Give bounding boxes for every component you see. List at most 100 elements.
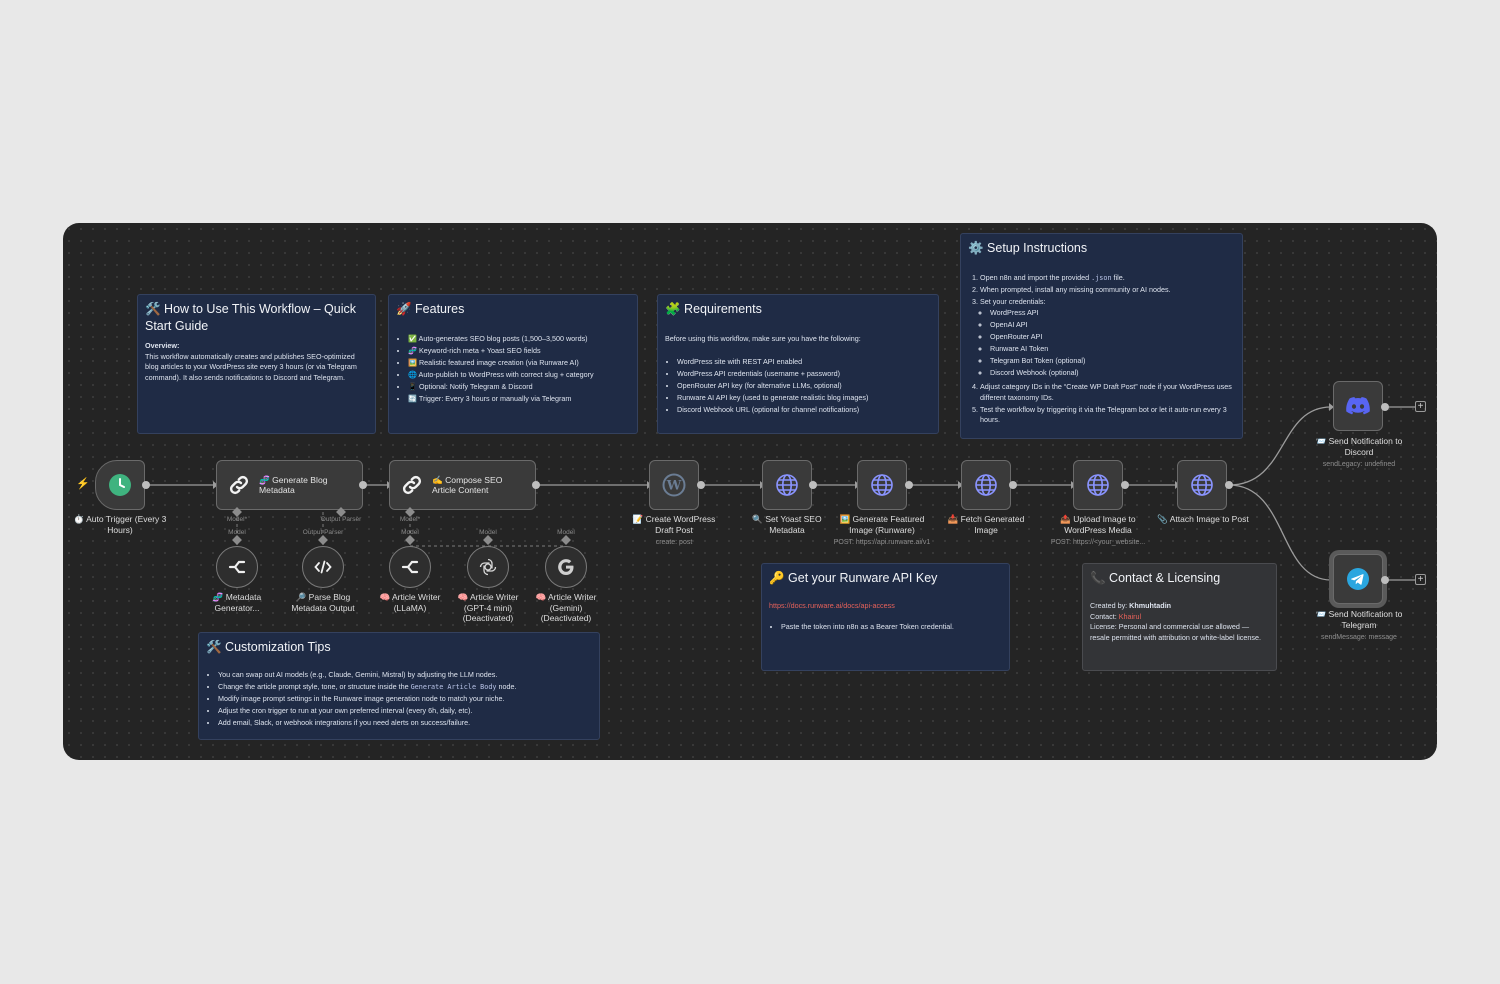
node-metadata-generator[interactable] <box>216 546 258 588</box>
node-subtitle: create: post <box>655 539 693 546</box>
overview-text: This workflow automatically creates and … <box>145 351 357 382</box>
credential-item: Runware AI Token <box>990 344 1235 355</box>
node-label: ⏱️ Auto Trigger (Every 3 Hours) <box>73 514 167 535</box>
setup-step: Test the workflow by triggering it via t… <box>980 405 1235 426</box>
setup-step-code: .json <box>1091 274 1112 282</box>
note-requirements[interactable]: 🧩 Requirements Before using this workflo… <box>657 294 939 434</box>
node-auto-trigger[interactable] <box>95 460 145 510</box>
contact-label: Contact: <box>1090 611 1119 621</box>
node-compose-seo-article[interactable]: ✍️ Compose SEO Article Content <box>389 460 536 510</box>
node-label: 📝 Create WordPress Draft Post <box>632 514 716 535</box>
node-subtitle: POST: https://api.runware.ai/v1 <box>833 539 931 546</box>
port-label: Output Parser <box>320 516 362 523</box>
requirement-item: Discord Webhook URL (optional for channe… <box>677 405 931 416</box>
output-port[interactable] <box>142 481 150 489</box>
node-label: 📨 Send Notification to Discord <box>1315 436 1403 457</box>
node-subtitle: sendMessage: message <box>1321 634 1397 641</box>
port-label: Model <box>557 529 575 536</box>
node-label: 📤 Upload Image to WordPress Media <box>1060 514 1136 535</box>
runware-item: Paste the token into n8n as a Bearer Tok… <box>781 622 1002 633</box>
feature-item: 🌐 Auto-publish to WordPress with correct… <box>408 370 630 381</box>
node-title: 🧬 Generate Blog Metadata <box>259 474 328 496</box>
node-parse-blog-metadata[interactable] <box>302 546 344 588</box>
note-runware-api-key[interactable]: 🔑 Get your Runware API Key https://docs.… <box>761 563 1010 671</box>
runware-docs-link[interactable]: https://docs.runware.ai/docs/api-access <box>769 601 895 610</box>
tip-item: You can swap out AI models (e.g., Claude… <box>218 670 592 681</box>
node-send-discord[interactable] <box>1333 381 1383 431</box>
port-label: Model <box>479 529 497 536</box>
output-port[interactable] <box>532 481 540 489</box>
output-port[interactable] <box>809 481 817 489</box>
add-node-button[interactable]: + <box>1415 401 1426 412</box>
node-label: 🔍 Set Yoast SEO Metadata <box>752 514 822 535</box>
wordpress-icon: W <box>662 473 686 497</box>
node-subtitle: POST: https://<your_website... <box>1050 539 1146 546</box>
output-port[interactable] <box>359 481 367 489</box>
node-attach-image-to-post[interactable] <box>1177 460 1227 510</box>
setup-step: Open n8n and import the provided .json f… <box>980 273 1235 284</box>
node-label: 🧠 Article Writer (LLaMA) <box>379 592 441 613</box>
output-port[interactable] <box>697 481 705 489</box>
globe-icon <box>1086 473 1110 497</box>
note-customization-tips[interactable]: 🛠️ Customization Tips You can swap out A… <box>198 632 600 740</box>
node-label: 🧠 Article Writer (GPT-4 mini) (Deactivat… <box>457 592 519 623</box>
note-setup-instructions[interactable]: ⚙️ Setup Instructions Open n8n and impor… <box>960 233 1243 439</box>
node-subtitle: sendLegacy: undefined <box>1322 461 1396 468</box>
node-article-writer-gpt[interactable] <box>467 546 509 588</box>
node-label: 📨 Send Notification to Telegram <box>1315 609 1403 630</box>
node-label: 📎 Attach Image to Post <box>1157 514 1249 524</box>
tip-item: Change the article prompt style, tone, o… <box>218 682 592 693</box>
trigger-bolt-icon: ⚡ <box>76 478 90 490</box>
tip-text: node. <box>496 682 517 691</box>
tip-item: Add email, Slack, or webhook integration… <box>218 718 592 729</box>
note-features[interactable]: 🚀 Features ✅ Auto-generates SEO blog pos… <box>388 294 638 434</box>
feature-item: ✅ Auto-generates SEO blog posts (1,500–3… <box>408 334 630 345</box>
output-port[interactable] <box>1009 481 1017 489</box>
add-node-button[interactable]: + <box>1415 574 1426 585</box>
note-contact-licensing[interactable]: 📞 Contact & Licensing Created by: Khmuht… <box>1082 563 1277 671</box>
requirements-intro: Before using this workflow, make sure yo… <box>665 334 861 343</box>
requirement-item: OpenRouter API key (for alternative LLMs… <box>677 381 931 392</box>
output-port[interactable] <box>1381 403 1389 411</box>
output-port[interactable] <box>1381 576 1389 584</box>
note-title: 🔑 Get your Runware API Key <box>769 571 938 585</box>
node-title: ✍️ Compose SEO Article Content <box>432 474 503 496</box>
feature-item: 🧬 Keyword-rich meta + Yoast SEO fields <box>408 346 630 357</box>
tip-code: Generate Article Body <box>410 683 497 691</box>
created-by-value: Khmuhtadin <box>1129 601 1172 610</box>
credential-item: OpenAI API <box>990 320 1235 331</box>
note-quick-start[interactable]: 🛠️ How to Use This Workflow – Quick Star… <box>137 294 376 434</box>
workflow-canvas[interactable]: 🛠️ How to Use This Workflow – Quick Star… <box>63 223 1437 760</box>
node-generate-featured-image[interactable] <box>857 460 907 510</box>
code-icon <box>314 558 332 576</box>
node-label: 📥 Fetch Generated Image <box>947 514 1025 535</box>
tip-item: Adjust the cron trigger to run at your o… <box>218 706 592 717</box>
setup-step: Set your credentials: WordPress API Open… <box>980 297 1235 378</box>
output-port[interactable] <box>905 481 913 489</box>
license-text: License: Personal and commercial use all… <box>1090 622 1261 642</box>
setup-step-text: Open n8n and import the provided <box>980 273 1092 282</box>
telegram-icon <box>1346 567 1370 591</box>
note-title: 🛠️ How to Use This Workflow – Quick Star… <box>145 302 356 333</box>
node-article-writer-llama[interactable] <box>389 546 431 588</box>
credential-item: Telegram Bot Token (optional) <box>990 356 1235 367</box>
node-fetch-generated-image[interactable] <box>961 460 1011 510</box>
port-label: Model <box>228 529 246 536</box>
output-port[interactable] <box>1121 481 1129 489</box>
node-article-writer-gemini[interactable] <box>545 546 587 588</box>
node-upload-image-wordpress[interactable] <box>1073 460 1123 510</box>
globe-icon <box>1190 473 1214 497</box>
node-create-wordpress-draft[interactable]: W <box>649 460 699 510</box>
feature-item: 🖼️ Realistic featured image creation (vi… <box>408 358 630 369</box>
node-label: 🧬 Metadata Generator... <box>212 592 262 613</box>
node-send-telegram[interactable] <box>1333 554 1383 604</box>
openrouter-icon <box>228 558 246 576</box>
tip-item: Modify image prompt settings in the Runw… <box>218 694 592 705</box>
credential-item: OpenRouter API <box>990 332 1235 343</box>
contact-link[interactable]: Khairul <box>1118 611 1142 621</box>
node-generate-blog-metadata[interactable]: 🧬 Generate Blog Metadata <box>216 460 363 510</box>
output-port[interactable] <box>1225 481 1233 489</box>
note-title: 📞 Contact & Licensing <box>1090 571 1221 585</box>
globe-icon <box>870 473 894 497</box>
node-set-yoast-seo[interactable] <box>762 460 812 510</box>
